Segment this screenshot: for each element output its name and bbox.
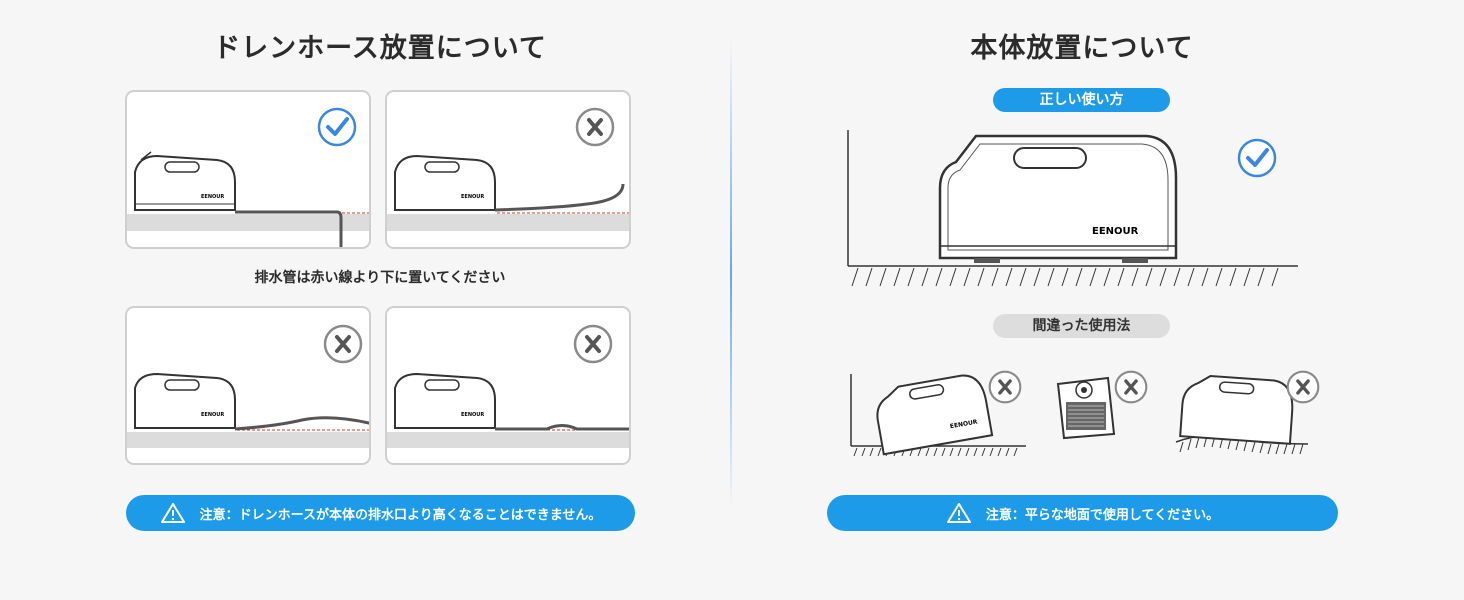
correct-placement-illustration: EENOUR bbox=[847, 130, 1298, 287]
svg-text:EENOUR: EENOUR bbox=[201, 194, 224, 200]
svg-text:EENOUR: EENOUR bbox=[1092, 226, 1139, 237]
x-circle-icon bbox=[573, 324, 613, 364]
hose-correct-illustration: EENOUR bbox=[127, 151, 369, 247]
wrong-uneven-ground-illustration bbox=[1175, 375, 1309, 455]
x-circle-icon bbox=[1286, 370, 1320, 404]
check-circle-icon bbox=[317, 107, 357, 147]
x-circle-icon bbox=[575, 107, 615, 147]
drain-hose-title: ドレンホース放置について bbox=[213, 33, 547, 64]
check-circle-icon bbox=[1237, 138, 1277, 178]
svg-text:EENOUR: EENOUR bbox=[461, 412, 484, 418]
correct-usage-label: 正しい使い方 bbox=[993, 88, 1170, 112]
wrong-usage-label: 間違った使用法 bbox=[993, 314, 1170, 338]
unit-placement-title: 本体放置について bbox=[970, 33, 1194, 64]
hose-example-wrong-wavy: EENOUR bbox=[125, 306, 371, 465]
svg-text:EENOUR: EENOUR bbox=[201, 412, 224, 418]
warning-triangle-icon bbox=[946, 503, 971, 523]
wrong-upright-illustration bbox=[1056, 376, 1116, 440]
placement-warning-text: 注意：平らな地面で使用してください。 bbox=[985, 507, 1220, 523]
hose-wrong-raised-illustration: EENOUR bbox=[387, 154, 629, 231]
hose-wrong-wavy-illustration: EENOUR bbox=[127, 372, 369, 448]
hose-warning-banner: 注意：ドレンホースが本体の排水口より高くなることはできません。 bbox=[126, 495, 635, 531]
hose-warning-text: 注意：ドレンホースが本体の排水口より高くなることはできません。 bbox=[199, 507, 602, 523]
placement-warning-banner: 注意：平らな地面で使用してください。 bbox=[827, 495, 1338, 531]
drain-height-note: 排水管は赤い線より下に置いてください bbox=[254, 270, 506, 286]
hose-example-wrong-raised: EENOUR bbox=[385, 90, 631, 249]
section-divider bbox=[730, 40, 732, 510]
hose-example-wrong-bump: EENOUR bbox=[385, 306, 631, 465]
hose-wrong-bump-illustration: EENOUR bbox=[387, 372, 629, 448]
svg-text:EENOUR: EENOUR bbox=[461, 194, 484, 200]
x-circle-icon bbox=[323, 324, 363, 364]
warning-triangle-icon bbox=[160, 503, 185, 523]
wrong-tilted-illustration: EENOUR bbox=[850, 374, 1026, 457]
svg-text:EENOUR: EENOUR bbox=[949, 418, 978, 430]
x-circle-icon bbox=[988, 370, 1022, 404]
hose-example-correct: EENOUR bbox=[125, 90, 371, 249]
x-circle-icon bbox=[1114, 370, 1148, 404]
